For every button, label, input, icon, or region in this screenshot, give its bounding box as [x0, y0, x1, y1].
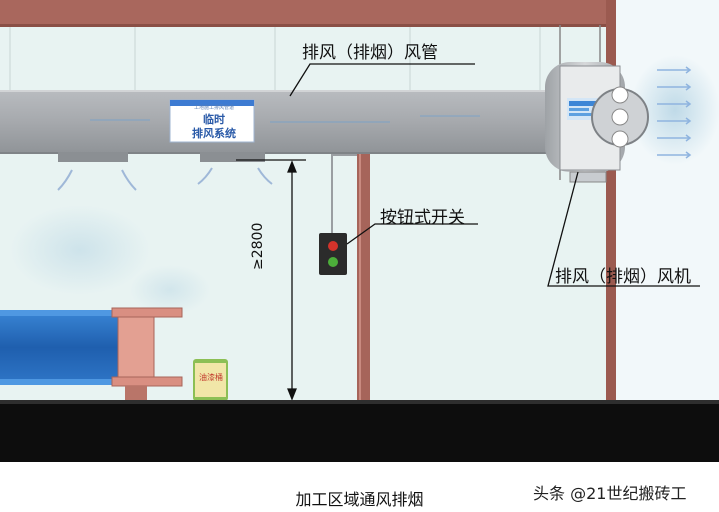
- button-switch: [319, 233, 347, 275]
- duct-grille: [58, 152, 128, 162]
- duct-leader-line: [289, 63, 475, 97]
- fan-leader-line: [547, 171, 700, 287]
- duct-label: 排风（排烟）风管: [302, 43, 438, 63]
- wall-stain: [130, 265, 210, 315]
- paint-bag-label: 油漆桶: [199, 373, 223, 382]
- green-button: [328, 257, 338, 267]
- sign-title-line2: 排风系统: [192, 127, 236, 140]
- wall-panel-lines: [9, 25, 541, 90]
- switch-label: 按钮式开关: [380, 208, 465, 228]
- switch-conduit: [331, 154, 357, 235]
- switch-leader-line: [346, 223, 478, 245]
- ventilation-diagram: [0, 0, 719, 462]
- figure-caption: 加工区域通风排烟: [295, 490, 424, 509]
- center-column: [357, 153, 370, 403]
- exhaust-fan: [545, 25, 649, 183]
- steel-beam: [0, 307, 183, 402]
- duct-sign: [169, 99, 255, 143]
- duct-grille: [200, 152, 265, 162]
- right-column: [606, 0, 616, 402]
- height-dimension-label: ≥2800: [250, 222, 266, 270]
- red-button: [328, 241, 338, 251]
- exhaust-arrows: [657, 66, 692, 159]
- wall-stain: [10, 205, 150, 295]
- airflow-arcs: [57, 167, 273, 191]
- outside-cloud: [630, 55, 719, 165]
- watermark: 头条 @21世纪搬砖工: [533, 484, 687, 503]
- fan-label: 排风（排烟）风机: [555, 267, 691, 287]
- roof-beam: [0, 0, 615, 26]
- floor: [0, 400, 719, 462]
- sign-title-line1: 临时: [203, 113, 225, 126]
- paint-bag: [193, 359, 228, 401]
- roof-beam-edge: [0, 24, 615, 27]
- sign-caption: 工地施工排风管道: [193, 105, 234, 111]
